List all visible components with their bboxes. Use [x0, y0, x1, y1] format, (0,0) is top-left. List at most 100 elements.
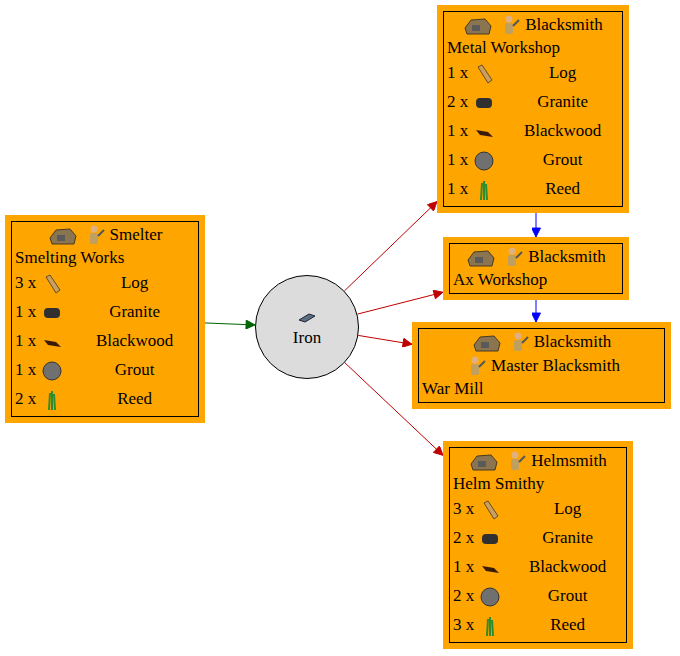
- icon-cell: [40, 326, 70, 355]
- reed-icon-shape: [481, 181, 487, 200]
- worker-name: Blacksmith: [528, 245, 605, 269]
- ware-name: Reed: [512, 610, 623, 639]
- flow-arrow: [357, 292, 443, 314]
- r0-icon: [478, 499, 502, 521]
- blackwood-icon-shape: [476, 130, 493, 137]
- cost-amount: 1 x: [15, 297, 36, 326]
- icon-cell: [478, 581, 508, 610]
- flow-arrow: [536, 213, 537, 237]
- cost-amount: 2 x: [447, 87, 468, 116]
- r4-icon: [478, 615, 502, 637]
- worker-name: Helmsmith: [531, 449, 607, 473]
- ware-name: Grout: [506, 145, 619, 174]
- worker-tool: [98, 230, 104, 236]
- cost-amount: 3 x: [453, 494, 474, 523]
- flow-arrow: [536, 300, 537, 322]
- product-label: Iron: [293, 328, 321, 348]
- cost-amount: 2 x: [453, 523, 474, 552]
- header-row: Helmsmith: [453, 449, 623, 473]
- flow-arrow: [205, 323, 255, 325]
- ware-name: Blackwood: [512, 552, 623, 581]
- inner-frame: BlacksmithAx Workshop: [449, 243, 623, 294]
- cost-row: 1 xBlackwood: [453, 552, 623, 581]
- building-row: Metal Workshop: [447, 37, 619, 58]
- building-icon: [472, 331, 502, 353]
- header-row: Smelter: [15, 223, 195, 247]
- building-icon: [469, 450, 499, 472]
- log-icon-shape: [484, 501, 498, 519]
- building-shape: [474, 336, 500, 351]
- building-row: Ax Workshop: [453, 269, 619, 290]
- r3-icon: [40, 360, 64, 382]
- r0-icon: [40, 273, 64, 295]
- cost-amount: 1 x: [15, 326, 36, 355]
- inner-frame: BlacksmithMaster BlacksmithWar Mill: [418, 328, 665, 403]
- r3-icon: [472, 150, 496, 172]
- reed-icon-shape: [487, 617, 493, 636]
- icon-cell: [472, 116, 502, 145]
- ware-name: Granite: [506, 87, 619, 116]
- icon-cell: [472, 87, 502, 116]
- r2-icon: [472, 121, 496, 143]
- inner-frame: SmelterSmelting Works3 xLog1 xGranite1 x…: [11, 221, 199, 417]
- icon-cell: [478, 552, 508, 581]
- grout-icon-shape: [481, 588, 499, 606]
- product-circle: Iron: [255, 275, 359, 379]
- worker-body: [505, 23, 513, 34]
- ware-name: Granite: [512, 523, 623, 552]
- r1-icon: [478, 528, 502, 550]
- inner-frame: HelmsmithHelm Smithy3 xLog2 xGranite1 xB…: [449, 447, 627, 643]
- cost-row: 3 x Reed: [453, 610, 623, 639]
- worker-head: [90, 226, 97, 233]
- ware-name: Reed: [506, 174, 619, 203]
- worker-icon: [506, 331, 530, 353]
- building-box: BlacksmithAx Workshop: [443, 237, 629, 300]
- building-box: SmelterSmelting Works3 xLog1 xGranite1 x…: [5, 215, 205, 423]
- ware-name: Log: [512, 494, 623, 523]
- grout-icon-shape: [43, 362, 61, 380]
- header-row: Blacksmith: [422, 330, 661, 354]
- header-row: Blacksmith: [447, 13, 619, 37]
- building-shape: [50, 229, 76, 244]
- reed-icon-shape: [49, 391, 55, 410]
- building-icon: [48, 224, 78, 246]
- ware-name: Grout: [74, 355, 195, 384]
- worker-name: Blacksmith: [525, 13, 602, 37]
- cost-row: 1 x Grout: [15, 355, 195, 384]
- cost-amount: 3 x: [453, 610, 474, 639]
- worker-body: [508, 255, 516, 266]
- building-shape: [471, 455, 497, 470]
- cost-amount: 1 x: [447, 58, 468, 87]
- cost-row: 1 xBlackwood: [447, 116, 619, 145]
- cost-row: 1 xGranite: [15, 297, 195, 326]
- icon-cell: [472, 145, 502, 174]
- building-name: Ax Workshop: [453, 270, 547, 289]
- building-name: Helm Smithy: [453, 474, 544, 493]
- worker-head: [472, 357, 479, 364]
- cost-row: 1 x Reed: [447, 174, 619, 203]
- worker-body: [514, 340, 522, 351]
- worker-name: Blacksmith: [534, 330, 611, 354]
- blackwood-icon-shape: [44, 340, 61, 347]
- anvil-shape: [475, 257, 483, 263]
- building-name: Metal Workshop: [447, 38, 560, 57]
- iron-icon-shape: [299, 314, 315, 322]
- worker-icon: [497, 14, 521, 36]
- cost-amount: 1 x: [447, 174, 468, 203]
- inner-frame: BlacksmithMetal Workshop1 xLog2 xGranite…: [443, 11, 623, 207]
- blackwood-icon-shape: [482, 566, 499, 573]
- cost-amount: 3 x: [15, 268, 36, 297]
- ware-name: Log: [74, 268, 195, 297]
- r4-icon: [472, 179, 496, 201]
- grout-icon-shape: [475, 152, 493, 170]
- cost-amount: 1 x: [447, 145, 468, 174]
- r0-icon: [472, 63, 496, 85]
- worker-body: [471, 364, 479, 375]
- r1-icon: [472, 92, 496, 114]
- r4-icon: [40, 389, 64, 411]
- building-box: BlacksmithMetal Workshop1 xLog2 xGranite…: [437, 5, 629, 213]
- worker-head: [509, 248, 516, 255]
- building-box: BlacksmithMaster BlacksmithWar Mill: [412, 322, 671, 409]
- cost-amount: 1 x: [15, 355, 36, 384]
